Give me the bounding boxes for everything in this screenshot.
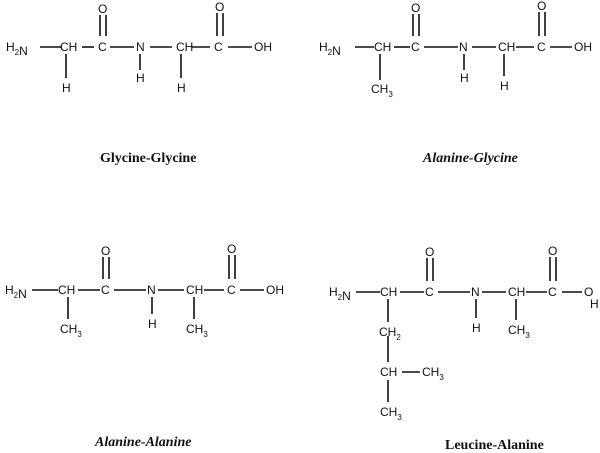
molecule-alanine-glycine: H2N CH C O N H CH C O OH CH3 H Alanine-G… bbox=[319, 0, 592, 166]
carbonyl-oxygen-1: O bbox=[98, 2, 107, 16]
amide-hydrogen: H bbox=[460, 71, 469, 85]
carboxyl-carbon: C bbox=[227, 283, 236, 297]
hydroxyl-group: O bbox=[584, 285, 593, 299]
alpha-carbon-2: CH bbox=[186, 283, 203, 297]
carbonyl-carbon-1: C bbox=[101, 283, 110, 297]
carbonyl-carbon-1: C bbox=[411, 40, 420, 54]
hydroxyl-group: OH bbox=[574, 40, 592, 54]
amine-group: H2N bbox=[319, 40, 341, 58]
carbonyl-carbon-1: C bbox=[98, 40, 107, 54]
amide-nitrogen: N bbox=[471, 285, 480, 299]
alpha-carbon-2: CH bbox=[176, 40, 193, 54]
molecule-alanine-alanine: H2N CH C O N H CH C O OH CH3 CH3 Alanine… bbox=[5, 242, 284, 450]
carboxyl-oxygen: O bbox=[215, 0, 224, 14]
molecule-leucine-alanine: H2N CH C O N H CH C O O H CH2 CH CH3 CH3… bbox=[329, 244, 599, 453]
alpha-carbon-2: CH bbox=[508, 285, 525, 299]
alpha-carbon-1: CH bbox=[380, 285, 397, 299]
carboxyl-oxygen: O bbox=[548, 244, 557, 258]
carboxyl-oxygen: O bbox=[227, 242, 236, 256]
side-chain-2: H bbox=[177, 81, 186, 95]
alpha-carbon-1: CH bbox=[58, 283, 75, 297]
carbonyl-oxygen-1: O bbox=[411, 1, 420, 15]
carboxyl-carbon: C bbox=[214, 40, 223, 54]
carbonyl-carbon-1: C bbox=[425, 285, 434, 299]
carboxyl-oxygen: O bbox=[537, 0, 546, 13]
side-chain-ch2: CH2 bbox=[379, 325, 401, 342]
carbonyl-oxygen-1: O bbox=[425, 245, 434, 259]
amide-hydrogen: H bbox=[148, 317, 157, 331]
side-chain-2: CH3 bbox=[186, 322, 208, 339]
alpha-carbon-2: CH bbox=[498, 40, 515, 54]
amide-nitrogen: N bbox=[147, 283, 156, 297]
amine-group: H2N bbox=[6, 40, 28, 58]
side-chain-2: H bbox=[500, 79, 509, 93]
amide-hydrogen: H bbox=[472, 321, 481, 335]
hydroxyl-group: OH bbox=[266, 283, 284, 297]
alpha-carbon-1: CH bbox=[60, 40, 77, 54]
caption-glycine-glycine: Glycine-Glycine bbox=[100, 151, 196, 166]
side-chain-2: CH3 bbox=[508, 323, 530, 340]
carboxyl-carbon: C bbox=[537, 40, 546, 54]
side-chain-1: H bbox=[62, 81, 71, 95]
caption-alanine-alanine: Alanine-Alanine bbox=[94, 435, 191, 450]
alpha-carbon-1: CH bbox=[374, 40, 391, 54]
amide-nitrogen: N bbox=[136, 40, 145, 54]
molecule-glycine-glycine: H2N CH C O N H CH C O OH H H Glycine-Gly… bbox=[6, 0, 272, 166]
hydroxyl-hydrogen: H bbox=[590, 297, 599, 311]
caption-leucine-alanine: Leucine-Alanine bbox=[445, 438, 544, 453]
amine-group: H2N bbox=[5, 283, 27, 301]
carboxyl-carbon: C bbox=[548, 285, 557, 299]
amide-nitrogen: N bbox=[459, 40, 468, 54]
carbonyl-oxygen-1: O bbox=[101, 244, 110, 258]
side-chain-1: CH3 bbox=[371, 82, 393, 99]
side-chain-1: CH3 bbox=[60, 322, 82, 339]
side-chain-methyl-bottom: CH3 bbox=[380, 405, 402, 422]
amide-hydrogen: H bbox=[136, 71, 145, 85]
caption-alanine-glycine: Alanine-Glycine bbox=[422, 151, 518, 166]
side-chain-methyl-right: CH3 bbox=[422, 365, 444, 382]
hydroxyl-group: OH bbox=[254, 40, 272, 54]
side-chain-ch: CH bbox=[380, 365, 397, 379]
amine-group: H2N bbox=[329, 285, 351, 303]
